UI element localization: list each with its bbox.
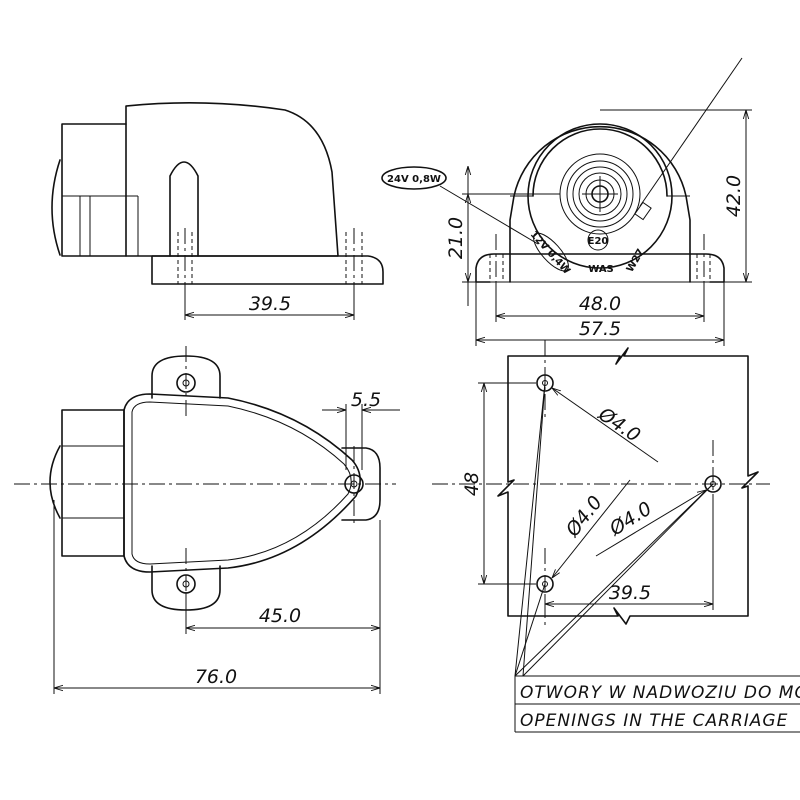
leader-24v bbox=[439, 185, 539, 245]
top-lens bbox=[49, 445, 61, 519]
dim-cutout-hole-spacing: 39.5 bbox=[609, 582, 651, 604]
panel-outline bbox=[497, 347, 759, 625]
front-base-plate bbox=[475, 253, 725, 283]
brand-mark: WAS bbox=[588, 264, 614, 275]
note-english: OPENINGS IN THE CARRIAGE bbox=[520, 711, 788, 731]
leader-dia-1 bbox=[552, 388, 659, 463]
leader-top bbox=[639, 57, 743, 207]
dim-front-height-axis: 21.0 bbox=[445, 217, 467, 259]
leader-dia-3 bbox=[595, 490, 706, 557]
dim-front-base-outer: 57.5 bbox=[579, 318, 621, 340]
e-mark: E20 bbox=[588, 236, 609, 247]
label-12v: 12V 0,4W bbox=[528, 229, 572, 276]
dim-cutout-dia-1: Ø4.0 bbox=[594, 403, 645, 447]
top-view: 5.5 45.0 76.0 bbox=[14, 346, 400, 694]
note-polish: OTWORY W NADWOZIU DO MO bbox=[520, 683, 800, 703]
dim-cutout-hole-span: 48 bbox=[461, 472, 483, 496]
dim-side-hole-spacing: 39.5 bbox=[249, 293, 291, 315]
dim-cutout-dia-2: Ø4.0 bbox=[561, 492, 607, 542]
label-24v-ellipse bbox=[381, 166, 447, 190]
model-mark: W27 bbox=[625, 247, 647, 274]
label-12v-ellipse bbox=[533, 232, 569, 272]
side-lens-housing bbox=[61, 123, 127, 257]
dim-top-hole-to-rear: 45.0 bbox=[259, 605, 301, 627]
front-body bbox=[509, 125, 691, 283]
dim-top-hole-offset: 5.5 bbox=[351, 389, 381, 411]
front-view: E20 WAS W27 12V 0,4W 24V 0,8W 42.0 21.0 … bbox=[381, 57, 752, 346]
dim-front-height-total: 42.0 bbox=[723, 175, 745, 217]
dim-top-total-length: 76.0 bbox=[195, 666, 237, 688]
label-24v: 24V 0,8W bbox=[387, 174, 441, 185]
top-body bbox=[123, 393, 361, 573]
dim-cutout-dia-3: Ø4.0 bbox=[605, 498, 656, 541]
side-mount-slot bbox=[169, 161, 199, 257]
hole-pattern-view: 48 Ø4.0 Ø4.0 Ø4.0 39.5 bbox=[432, 340, 800, 733]
side-view: 39.5 bbox=[51, 102, 384, 320]
e-mark-circle bbox=[587, 229, 609, 251]
side-body bbox=[125, 102, 339, 257]
side-lens bbox=[51, 159, 61, 256]
dim-front-base-inner: 48.0 bbox=[579, 293, 621, 315]
side-base-plate bbox=[151, 255, 384, 285]
top-lens-housing bbox=[61, 409, 125, 557]
leader-dia-2 bbox=[552, 479, 631, 578]
